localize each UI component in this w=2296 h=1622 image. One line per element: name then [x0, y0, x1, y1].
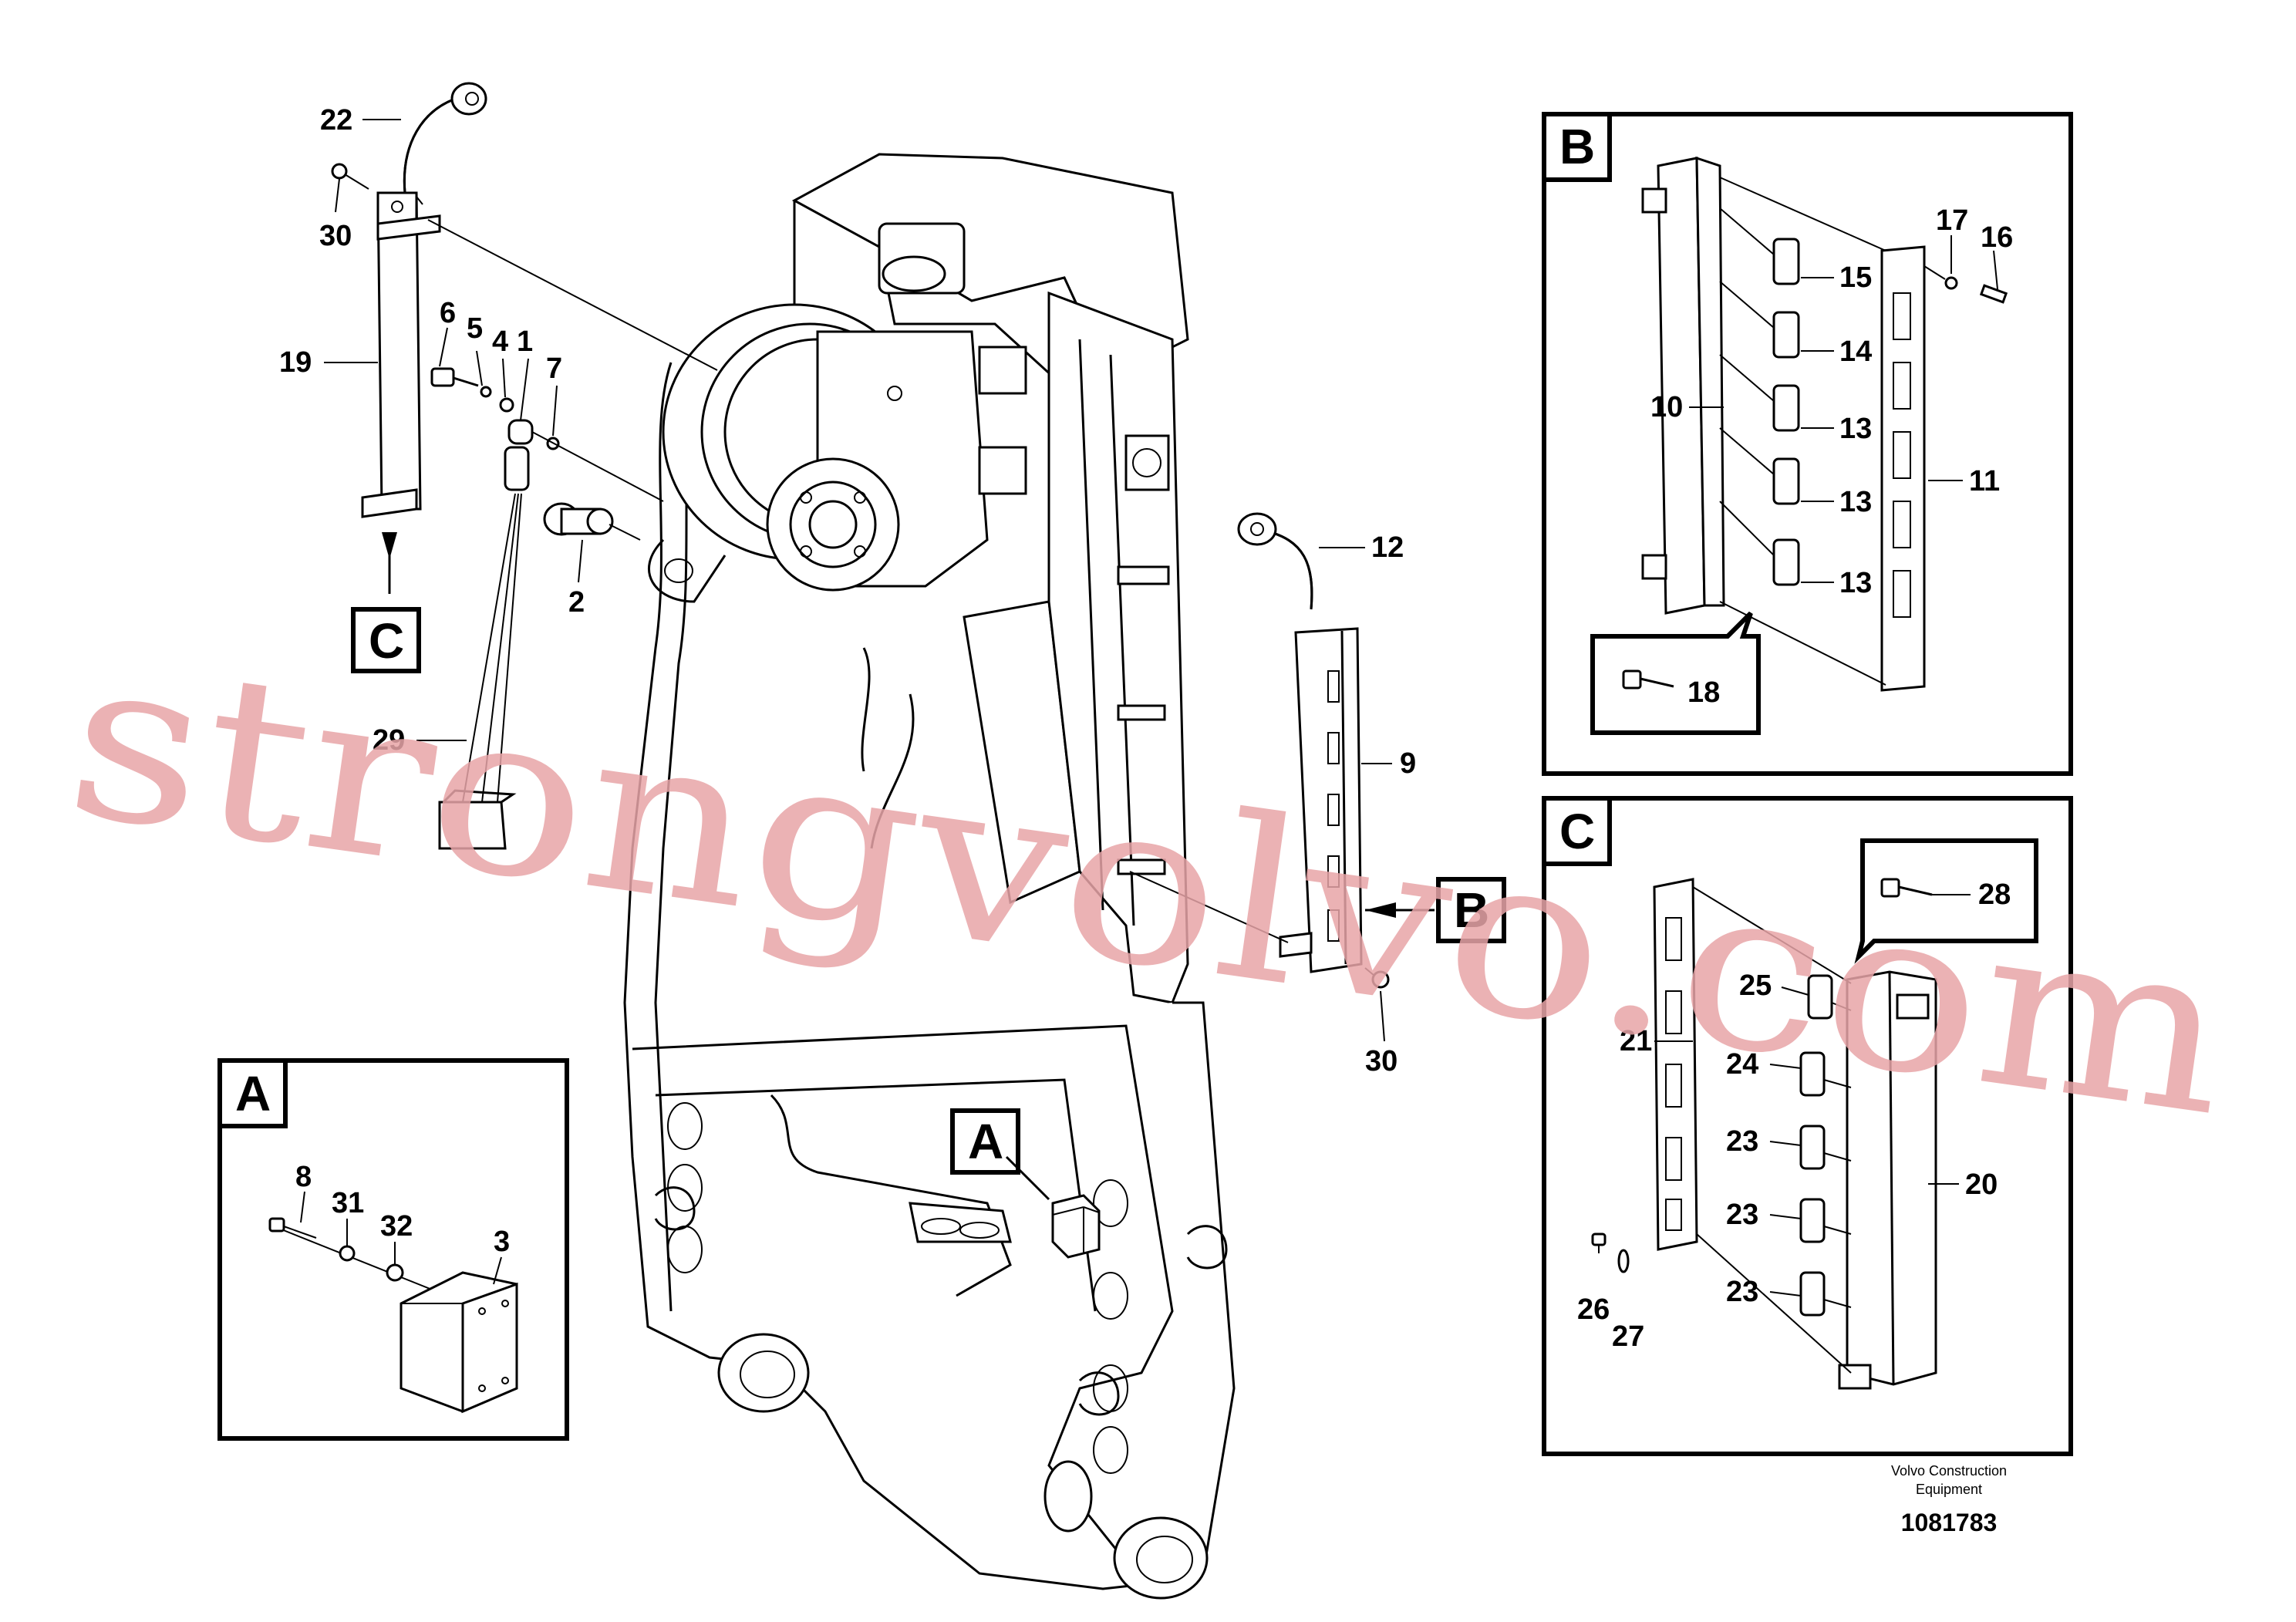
callout-28: 28 [1978, 878, 2011, 911]
callout-1: 1 [517, 325, 533, 358]
callout-4: 4 [492, 325, 508, 358]
callout-22: 22 [320, 104, 352, 137]
callout-6: 6 [440, 297, 456, 329]
callout-13-a: 13 [1839, 413, 1872, 445]
pulley-wheel [648, 303, 1027, 603]
tag-a-panel: A [235, 1066, 271, 1121]
callout-8: 8 [295, 1161, 312, 1193]
callout-15: 15 [1839, 261, 1872, 294]
callout-20: 20 [1965, 1168, 1998, 1201]
detail-panel-a [217, 1058, 569, 1441]
callout-24: 24 [1726, 1048, 1758, 1081]
tag-c-main: C [369, 613, 404, 669]
detail-panel-c [1542, 796, 2073, 1456]
callout-23-a: 23 [1726, 1125, 1758, 1158]
tag-b-main: B [1454, 882, 1489, 938]
callout-23-c: 23 [1726, 1276, 1758, 1308]
callout-29: 29 [373, 724, 405, 757]
callout-31: 31 [332, 1187, 364, 1219]
callout-19: 19 [279, 346, 312, 379]
leader-lines [324, 119, 1998, 1297]
tag-a-main: A [968, 1114, 1003, 1169]
drawing-number: 1081783 [1901, 1509, 1998, 1536]
callout-numbers: 22 30 19 6 5 4 1 7 2 29 12 9 30 8 31 32 … [279, 104, 2013, 1353]
callout-21: 21 [1620, 1025, 1652, 1057]
tag-c-panel: C [1559, 804, 1595, 859]
right-bracket-assembly [1129, 512, 1435, 989]
callout-16: 16 [1981, 221, 2013, 254]
callout-30-top: 30 [319, 220, 352, 252]
callout-12: 12 [1371, 531, 1404, 564]
callout-13-b: 13 [1839, 486, 1872, 518]
footer: Volvo Construction Equipment 1081783 [1891, 1463, 2007, 1536]
callout-2: 2 [568, 586, 585, 619]
callout-11: 11 [1969, 465, 2000, 497]
callout-5: 5 [467, 312, 483, 345]
left-bracket-assembly [331, 82, 718, 850]
callout-7: 7 [546, 352, 562, 385]
callout-13-c: 13 [1839, 567, 1872, 599]
callout-32: 32 [380, 1210, 413, 1243]
footer-company-line2: Equipment [1916, 1482, 1982, 1497]
callout-14: 14 [1839, 336, 1872, 368]
callout-3: 3 [494, 1226, 510, 1258]
callout-10: 10 [1650, 391, 1683, 423]
footer-company: Volvo Construction [1891, 1463, 2007, 1479]
callout-27: 27 [1612, 1320, 1644, 1353]
callout-17: 17 [1936, 204, 1968, 237]
tag-b-panel: B [1559, 119, 1595, 174]
detail-panel-b [1542, 112, 2073, 776]
detail-tags: C B A A B C [235, 119, 1595, 1175]
part-3-on-frame [1005, 1155, 1101, 1259]
callout-18: 18 [1687, 676, 1720, 709]
callout-30-right: 30 [1365, 1045, 1397, 1077]
callout-23-b: 23 [1726, 1199, 1758, 1231]
callout-25: 25 [1739, 969, 1772, 1002]
boom-frame [623, 153, 1236, 1600]
callout-9: 9 [1400, 747, 1416, 780]
callout-26: 26 [1577, 1293, 1610, 1326]
